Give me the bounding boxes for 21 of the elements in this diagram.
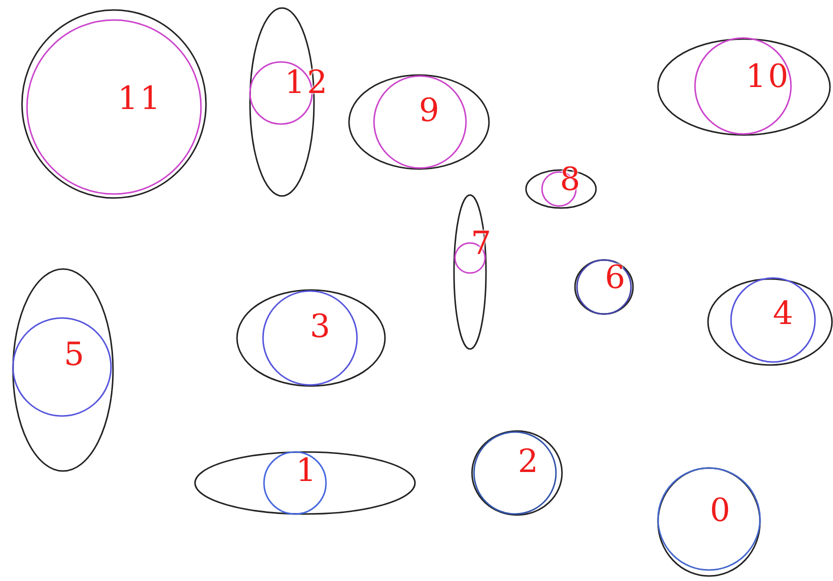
- region-number: 6: [604, 261, 628, 293]
- region-number: 3: [310, 310, 332, 342]
- region-number: 0: [710, 494, 732, 526]
- ellipse-with-circle: [471, 430, 563, 516]
- ellipse-with-circle: [657, 37, 831, 136]
- region-number: 1: [296, 454, 318, 486]
- region-number: 4: [772, 297, 796, 329]
- ellipse-with-circle: [21, 9, 207, 199]
- region-number: 2: [518, 445, 540, 477]
- ellipse-with-circle: [453, 194, 487, 350]
- ellipse-with-circle: [194, 451, 416, 515]
- region-number: 10: [746, 60, 790, 92]
- ellipse-with-circle: [574, 259, 634, 315]
- ellipse-with-circle: [12, 268, 114, 472]
- ellipse-with-circle: [657, 467, 761, 577]
- ellipse-with-circle: [348, 74, 490, 170]
- ellipse-with-circle: [236, 289, 386, 387]
- region-number: 9: [418, 94, 442, 126]
- region-number: 11: [118, 82, 162, 114]
- ellipse-with-circle: [707, 277, 833, 366]
- region-number: 5: [64, 338, 86, 370]
